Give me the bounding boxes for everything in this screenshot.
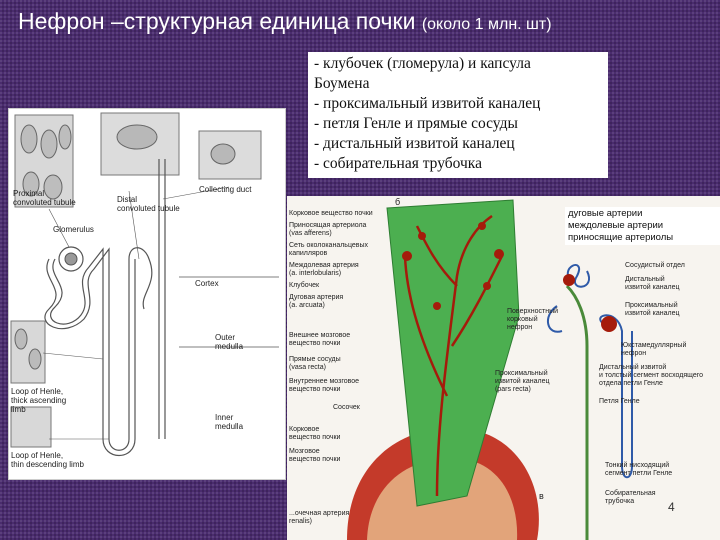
arteries-legend-box: дуговые артерии междолевые артерии прино… xyxy=(565,207,720,245)
nephron-parts-list: - клубочек (гломерула) и капсула Боумена… xyxy=(308,52,608,178)
nephron-tubule-outline xyxy=(44,159,166,456)
nephron-loops-drawing xyxy=(547,264,633,479)
arteries-item: приносящие артериолы xyxy=(568,232,674,243)
list-item: - проксимальный извитой каналец xyxy=(314,95,541,112)
panel-letter-v: в xyxy=(539,491,544,501)
page-number: 4 xyxy=(668,500,675,514)
title-main: Нефрон –структурная единица почки xyxy=(18,8,416,34)
label-outer-medulla: Внешнее мозговое вещество почки xyxy=(289,332,351,347)
collecting-tubule-drawing xyxy=(565,284,589,540)
label-proximal-tubule: Проксимальный извитой каналец xyxy=(625,302,680,317)
label-proximal-tubule: Proximal convoluted tubule xyxy=(13,189,76,207)
kidney-vascular-drawing xyxy=(347,199,633,540)
juxtamedullary-glomerulus xyxy=(601,316,617,332)
label-collecting-tubule: Собирательная трубочка xyxy=(605,490,656,505)
label-inner-medulla: Inner medulla xyxy=(215,413,244,431)
panel-letter-b: б xyxy=(395,197,401,207)
label-cortex-top: Корковое вещество почки xyxy=(289,210,373,217)
slide-title: Нефрон –структурная единица почки (около… xyxy=(18,8,552,35)
superficial-glomerulus xyxy=(563,274,575,286)
label-glomerulus: Glomerulus xyxy=(53,225,94,234)
label-interlobular-artery: Междолевая артерия (a. interlobularis) xyxy=(289,262,359,277)
label-cortex: Cortex xyxy=(195,279,219,288)
label-superficial-nephron: Поверхностный корковый нефрон xyxy=(507,308,559,331)
list-item: - клубочек (гломерула) и капсула xyxy=(314,55,531,72)
label-papilla: Сосочек xyxy=(333,404,360,411)
label-vascular-pole: Сосудистый отдел xyxy=(625,262,685,269)
label-juxtamedullary-nephron: Юкстамедуллярный нефрон xyxy=(621,342,687,357)
label-collecting-duct: Collecting duct xyxy=(199,185,252,194)
list-item: - собирательная трубочка xyxy=(314,155,482,172)
label-glomerulus: Клубочек xyxy=(289,282,320,289)
arteries-item: междолевые артерии xyxy=(568,220,664,231)
label-loop-of-henle: Петля Генле xyxy=(599,398,640,405)
label-inner-medulla: Внутреннее мозговое вещество почки xyxy=(289,378,360,393)
kidney-vascular-figure: Корковое вещество почки Приносящая артер… xyxy=(287,196,720,540)
renal-lobe-wedge xyxy=(386,199,520,507)
label-vasa-recta: Прямые сосуды (vasa recta) xyxy=(289,356,341,371)
label-loop-thick: Loop of Henle, thick ascending limb xyxy=(11,387,67,414)
label-proximal-pars-recta: Проксимальный извитой каналец (pars rect… xyxy=(495,370,550,393)
label-medulla-bottom: Мозговое вещество почки xyxy=(289,448,341,463)
nephron-schematic-drawing xyxy=(10,112,279,456)
nephron-schematic-figure: Proximal convoluted tubule Distal convol… xyxy=(8,108,286,480)
arteries-item: дуговые артерии xyxy=(568,208,643,219)
glomeruli-dots xyxy=(402,222,504,310)
label-distal-tubule: Distal convoluted tubule xyxy=(117,195,180,213)
glomerulus-tuft xyxy=(64,252,78,266)
label-renal-artery: ...очечная артерия renalis) xyxy=(289,510,350,525)
label-thin-descending: Тонкий нисходящий сегмент петли Генле xyxy=(605,462,673,477)
label-afferent-arteriole: Приносящая артериола (vas afferens) xyxy=(289,222,367,237)
list-item: - дистальный извитой каналец xyxy=(314,135,515,152)
artery-network xyxy=(403,214,504,497)
label-arcuate-artery: Дуговая артерия (a. arcuata) xyxy=(289,294,344,309)
label-cortex-bottom: Корковое вещество почки xyxy=(289,426,341,441)
thin-limb-cells-image xyxy=(10,406,52,448)
label-distal-thick-segment: Дистальный извитой и толстый сегмент вос… xyxy=(599,364,704,387)
title-subtitle: (около 1 млн. шт) xyxy=(421,16,552,33)
label-distal-tubule: Дистальный извитой каналец xyxy=(625,276,680,291)
list-item: - петля Генле и прямые сосуды xyxy=(314,115,518,132)
label-loop-thin: Loop of Henle, thin descending limb xyxy=(11,451,84,469)
label-capillary-network: Сеть околоканальцевых капилляров xyxy=(289,242,369,257)
thick-limb-cells-image xyxy=(10,320,46,384)
list-item: Боумена xyxy=(314,75,370,92)
label-outer-medulla: Outer medulla xyxy=(215,333,244,351)
